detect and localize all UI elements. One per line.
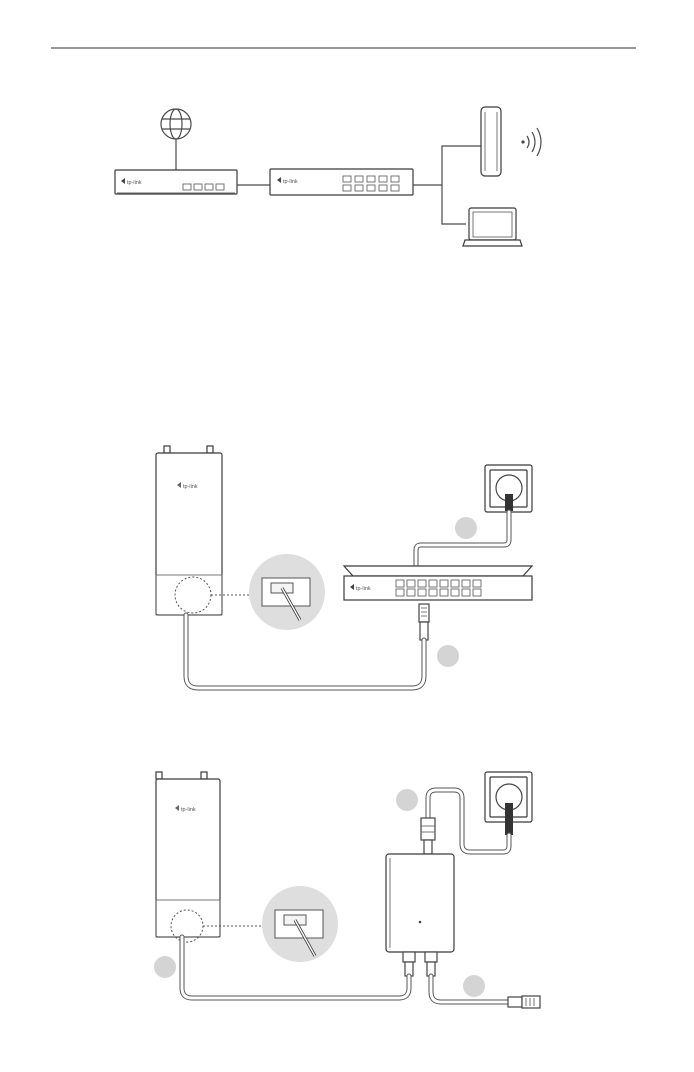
router-logo: tp-link <box>127 180 142 186</box>
port-zoom-callout <box>249 554 325 630</box>
dc-plug <box>421 818 435 854</box>
step-badge-ap <box>154 956 176 978</box>
step-badge-power <box>396 789 418 811</box>
poe-injector <box>386 854 454 976</box>
poe-switch-logo: tp-link <box>356 586 371 592</box>
ap-logo: tp-link <box>181 807 196 813</box>
antenna-connectors <box>156 772 207 779</box>
port-zoom-callout <box>262 886 338 962</box>
internet-icon <box>161 109 191 139</box>
switch: tp-link <box>270 169 413 195</box>
step-badge-lan <box>463 975 485 997</box>
outdoor-access-point: tp-link <box>156 446 222 615</box>
ethernet-plug <box>419 604 429 640</box>
poe-switch-connection: tp-link tp-link <box>156 446 532 688</box>
laptop <box>463 208 522 246</box>
poe-adapter-connection: tp-link <box>154 772 540 1008</box>
ethernet-plug <box>508 996 540 1008</box>
router: tp-link <box>115 170 237 194</box>
switch-logo: tp-link <box>283 179 298 185</box>
step-badge-power <box>455 517 477 539</box>
power-outlet <box>485 772 532 835</box>
power-outlet <box>485 465 532 512</box>
injector-led <box>419 921 422 924</box>
outdoor-access-point: tp-link <box>156 772 220 942</box>
ap-logo: tp-link <box>183 484 198 490</box>
poe-switch: tp-link <box>344 566 532 600</box>
access-point <box>481 107 501 176</box>
ethernet-cable <box>186 615 424 688</box>
wifi-signal-icon <box>521 128 541 156</box>
step-badge-ethernet <box>437 645 459 667</box>
antenna-connectors <box>164 446 213 453</box>
network-topology: tp-link tp-link <box>115 107 541 246</box>
